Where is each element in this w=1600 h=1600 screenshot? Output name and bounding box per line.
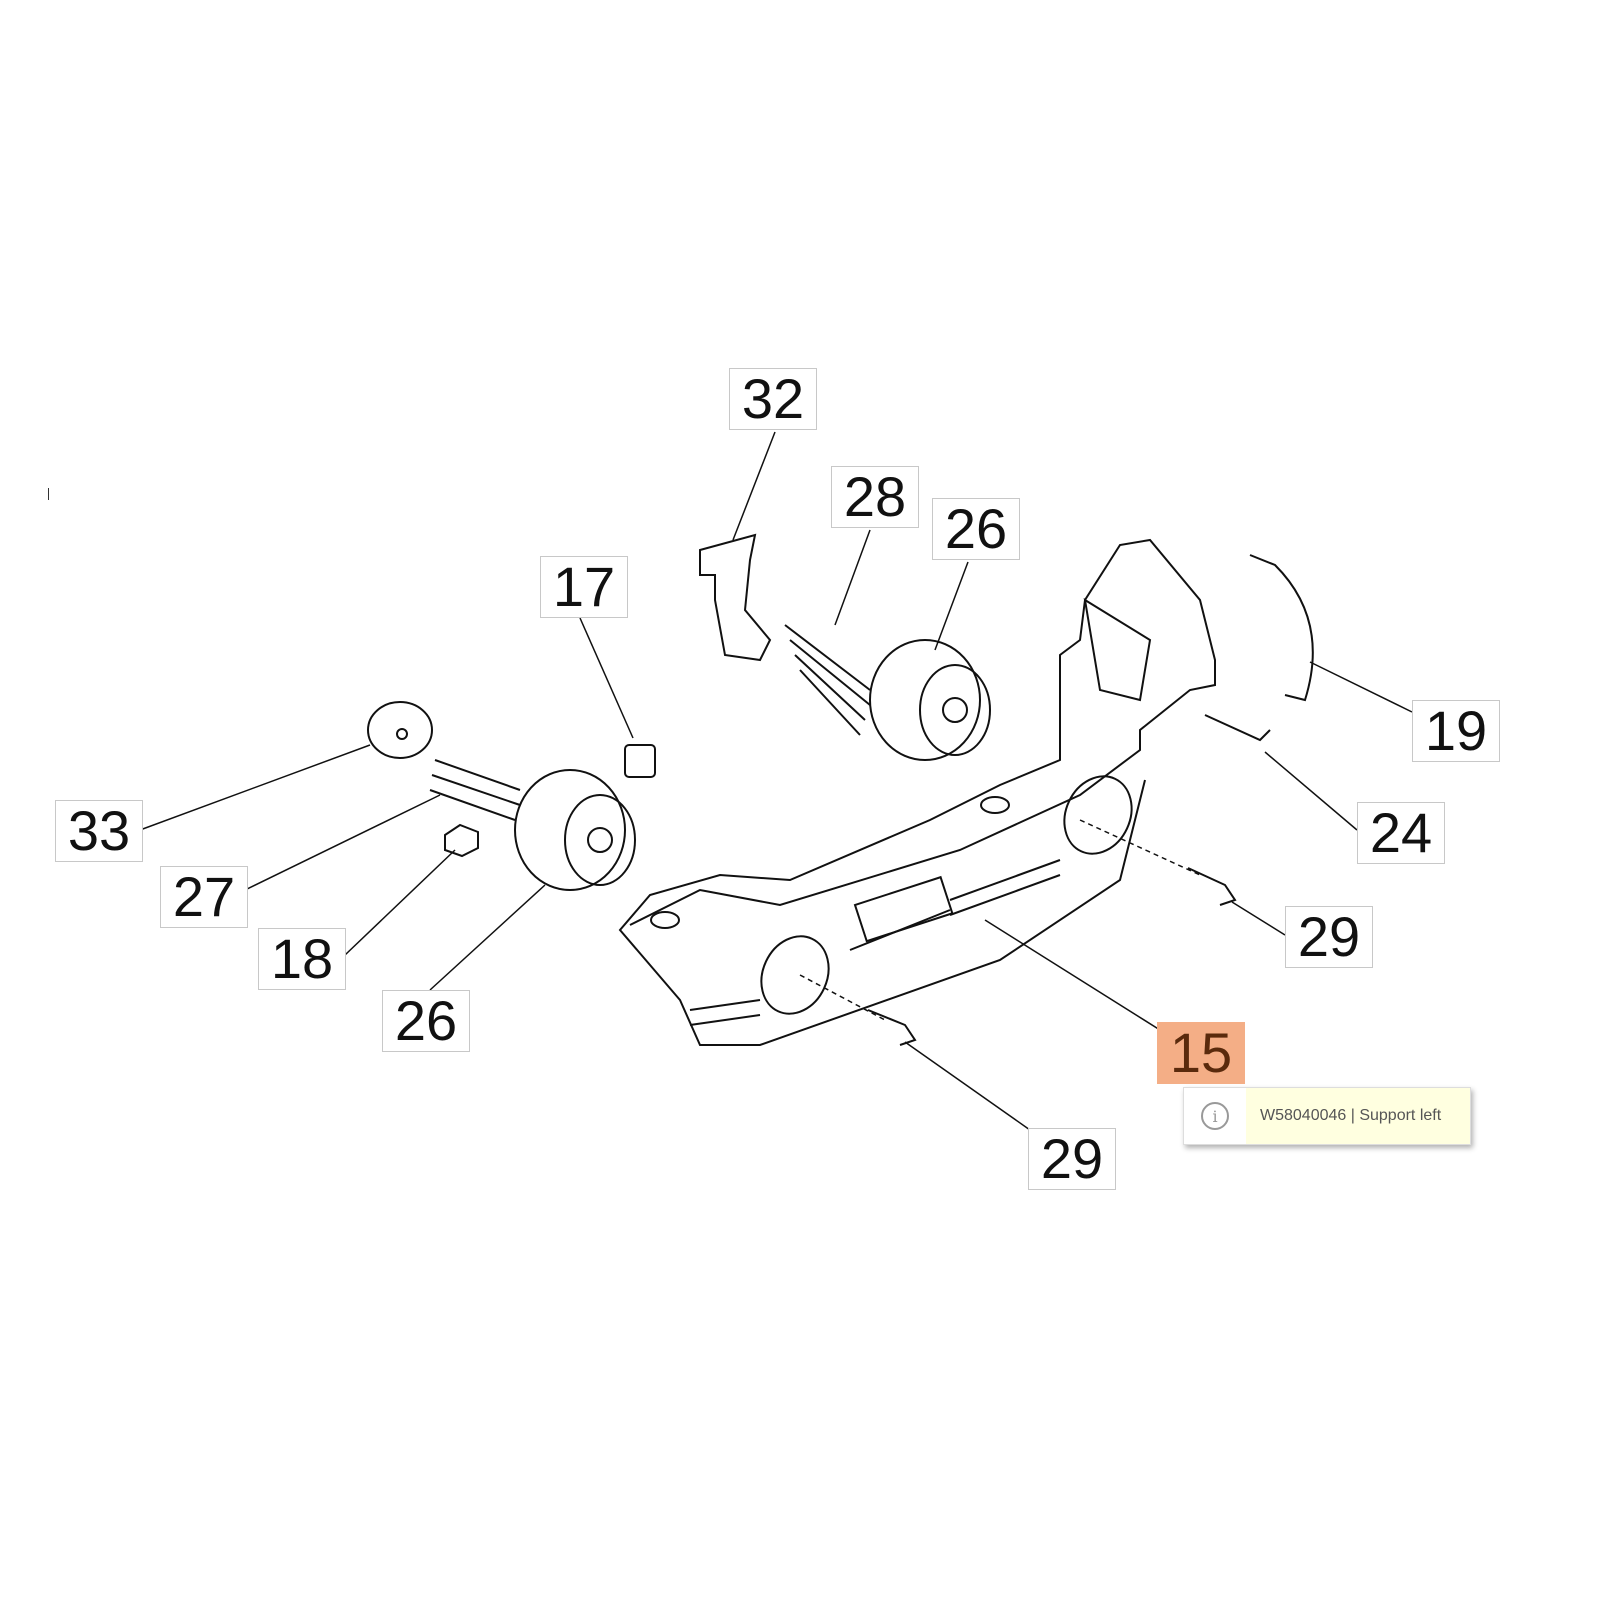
bracket-32 — [699, 533, 772, 662]
callout-18[interactable]: 18 — [258, 928, 346, 990]
callout-27[interactable]: 27 — [160, 866, 248, 928]
nut-18 — [444, 823, 479, 858]
callout-24[interactable]: 24 — [1357, 802, 1445, 864]
screw-24 — [1204, 714, 1271, 742]
washer-33 — [367, 701, 433, 759]
clip-19 — [1249, 554, 1314, 702]
bearing-wheel-lower — [514, 769, 636, 891]
callout-33[interactable]: 33 — [55, 800, 143, 862]
callout-32[interactable]: 32 — [729, 368, 817, 430]
bolt-29b — [867, 1009, 917, 1046]
support-left-part — [618, 538, 1216, 1046]
cursor-mark — [48, 488, 49, 500]
bearing-wheel-upper — [869, 639, 991, 761]
callout-26-lower[interactable]: 26 — [382, 990, 470, 1052]
callout-29-right[interactable]: 29 — [1285, 906, 1373, 968]
callout-29-bottom[interactable]: 29 — [1028, 1128, 1116, 1190]
callout-28[interactable]: 28 — [831, 466, 919, 528]
callout-26-upper[interactable]: 26 — [932, 498, 1020, 560]
bolt-29a — [1187, 867, 1237, 906]
callout-15-selected[interactable]: 15 — [1157, 1022, 1245, 1084]
spring-upper — [784, 624, 871, 736]
callout-19[interactable]: 19 — [1412, 700, 1500, 762]
spring-lower — [429, 759, 521, 821]
sleeve-17 — [624, 744, 656, 778]
callout-17[interactable]: 17 — [540, 556, 628, 618]
tooltip-text: W58040046 | Support left — [1246, 1088, 1470, 1144]
info-icon: i — [1201, 1102, 1229, 1130]
part-tooltip: i W58040046 | Support left — [1183, 1087, 1471, 1145]
leader-lines — [139, 431, 1413, 1131]
